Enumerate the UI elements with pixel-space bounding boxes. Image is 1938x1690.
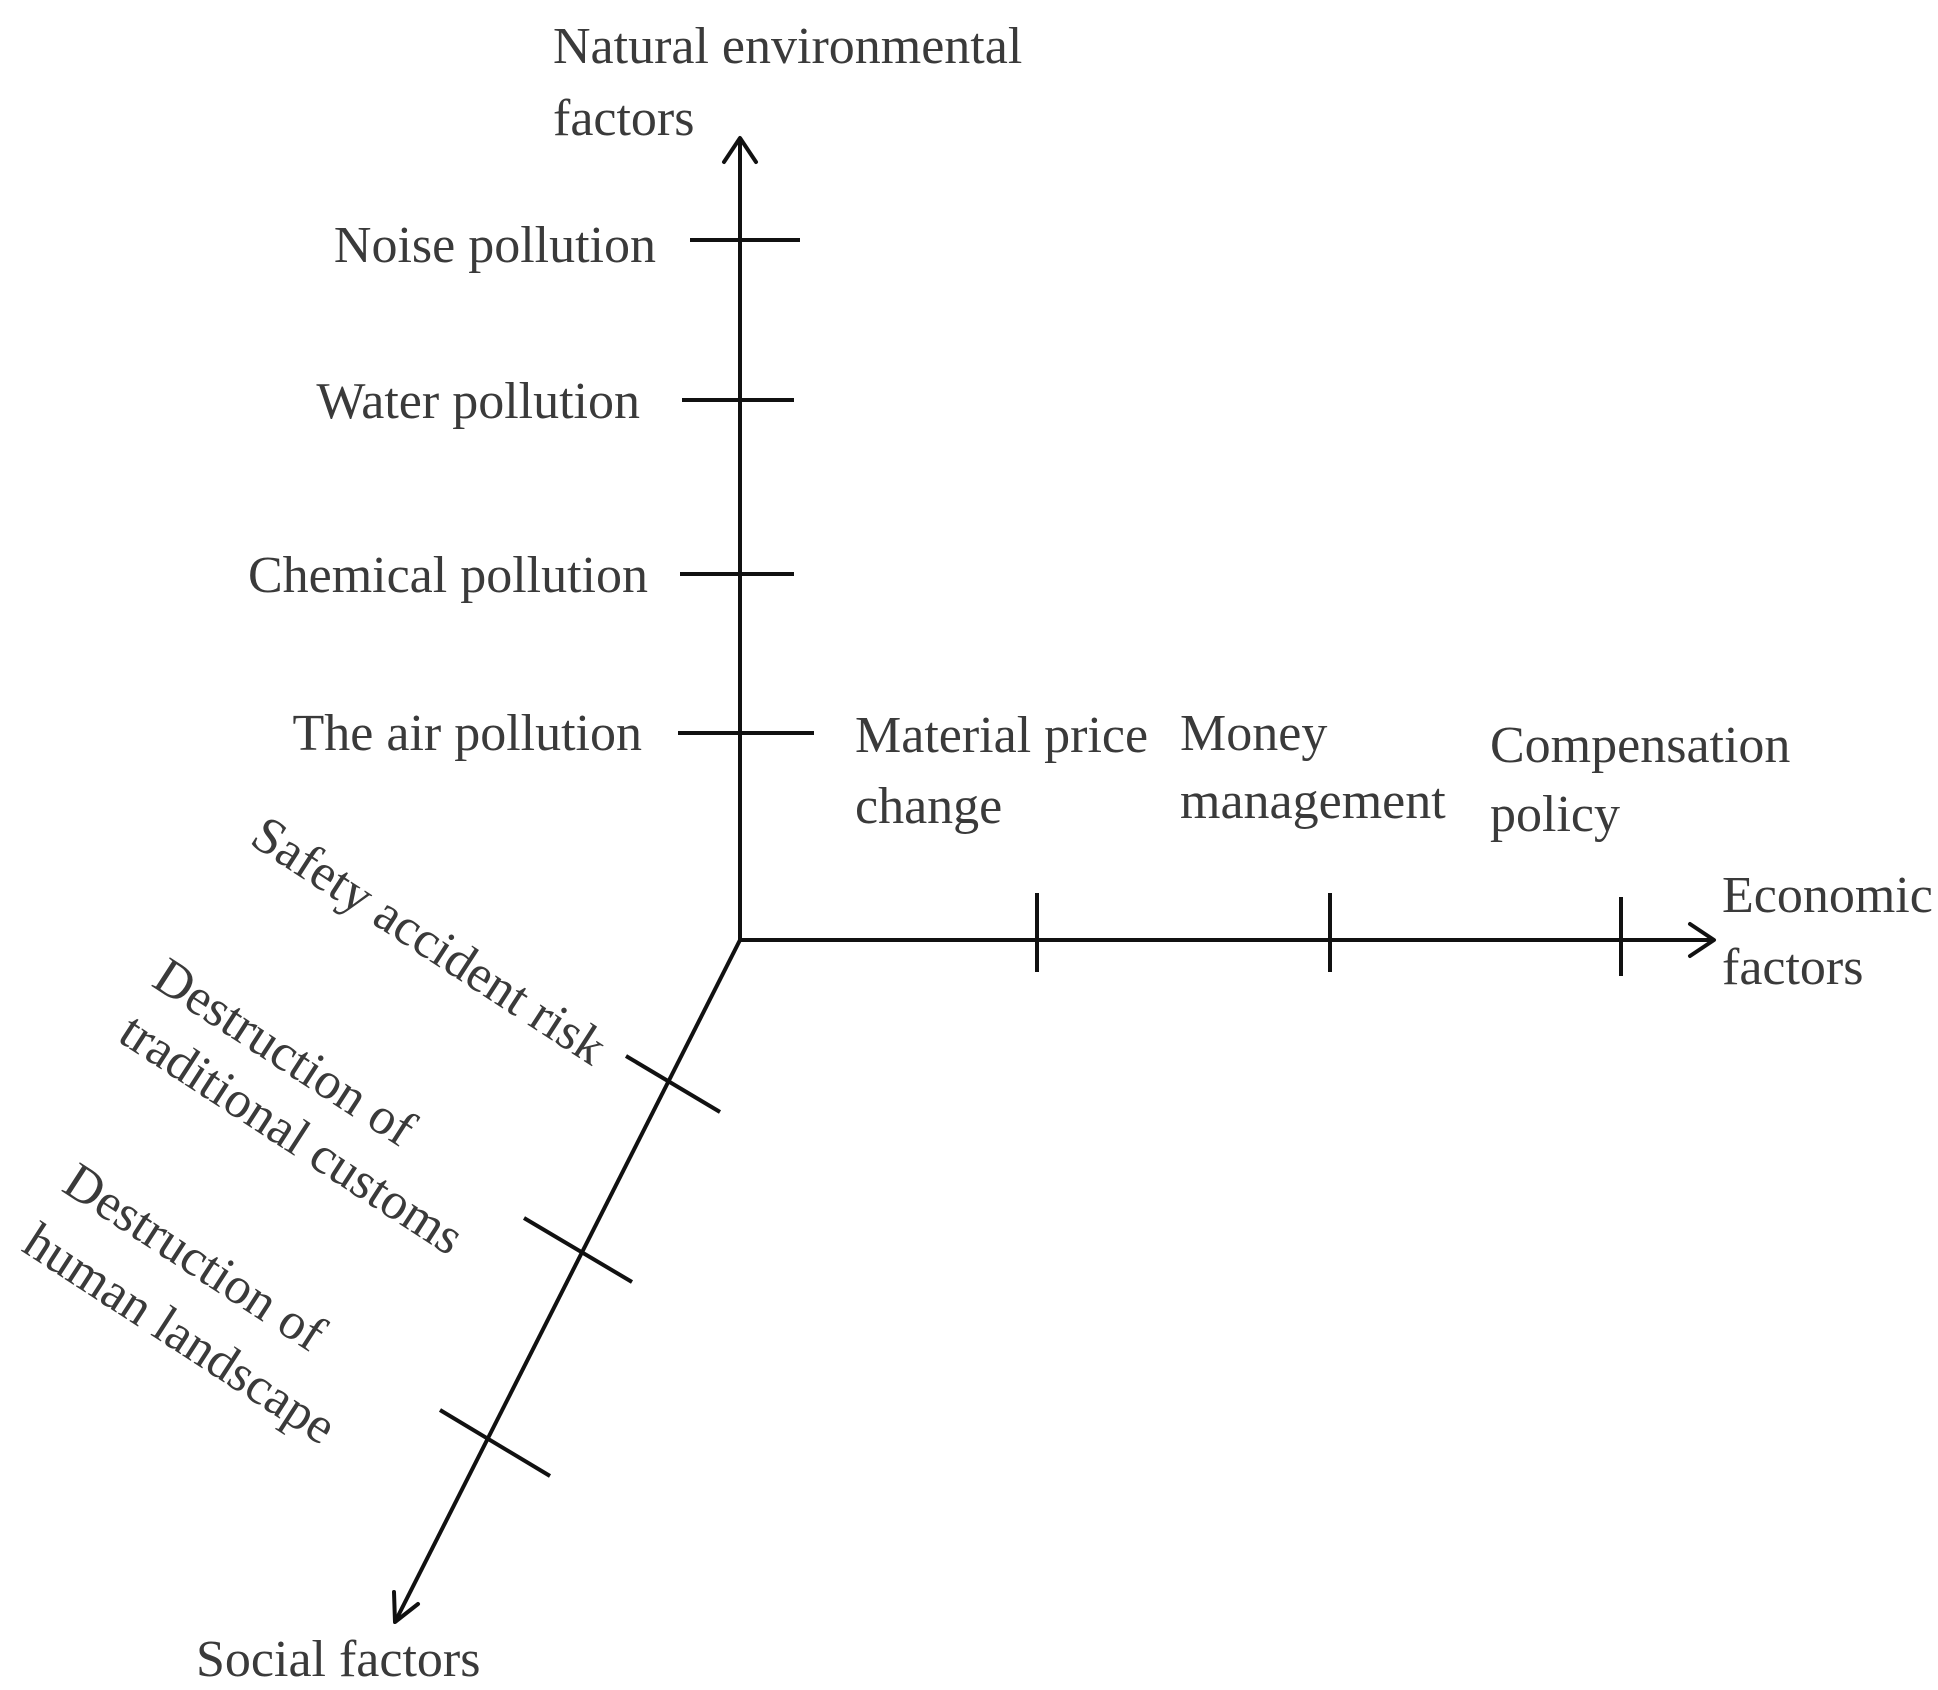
horizontal-item-3-line2: policy [1490, 786, 1620, 843]
horizontal-axis-title-line2: factors [1722, 939, 1863, 996]
vertical-axis-title-line2: factors [553, 90, 694, 147]
horizontal-item-2-line2: management [1180, 773, 1446, 830]
vertical-item-noise-pollution: Noise pollution [334, 217, 656, 274]
horizontal-axis-title-line1: Economic [1722, 867, 1933, 924]
horizontal-item-2-line1: Money [1180, 705, 1327, 762]
vertical-axis-title-line1: Natural environmental [553, 18, 1022, 75]
diagonal-tick-traditional-customs [522, 1216, 634, 1284]
diagonal-tick-safety-accident-risk [624, 1054, 722, 1114]
diagonal-axis-title: Social factors [196, 1631, 480, 1688]
horizontal-item-1-line2: change [855, 778, 1002, 835]
diagonal-tick-human-landscape [438, 1408, 552, 1478]
vertical-item-chemical-pollution: Chemical pollution [248, 547, 648, 604]
vertical-item-air-pollution: The air pollution [293, 705, 642, 762]
horizontal-item-1-line1: Material price [855, 707, 1148, 764]
horizontal-item-3-line1: Compensation [1490, 717, 1790, 774]
horizontal-axis-arrowhead [1688, 922, 1716, 958]
diagonal-axis-line [394, 939, 742, 1621]
vertical-axis-arrowhead [722, 136, 758, 164]
diagonal-axis-arrowhead [392, 1590, 420, 1624]
vertical-item-water-pollution: Water pollution [316, 373, 640, 430]
